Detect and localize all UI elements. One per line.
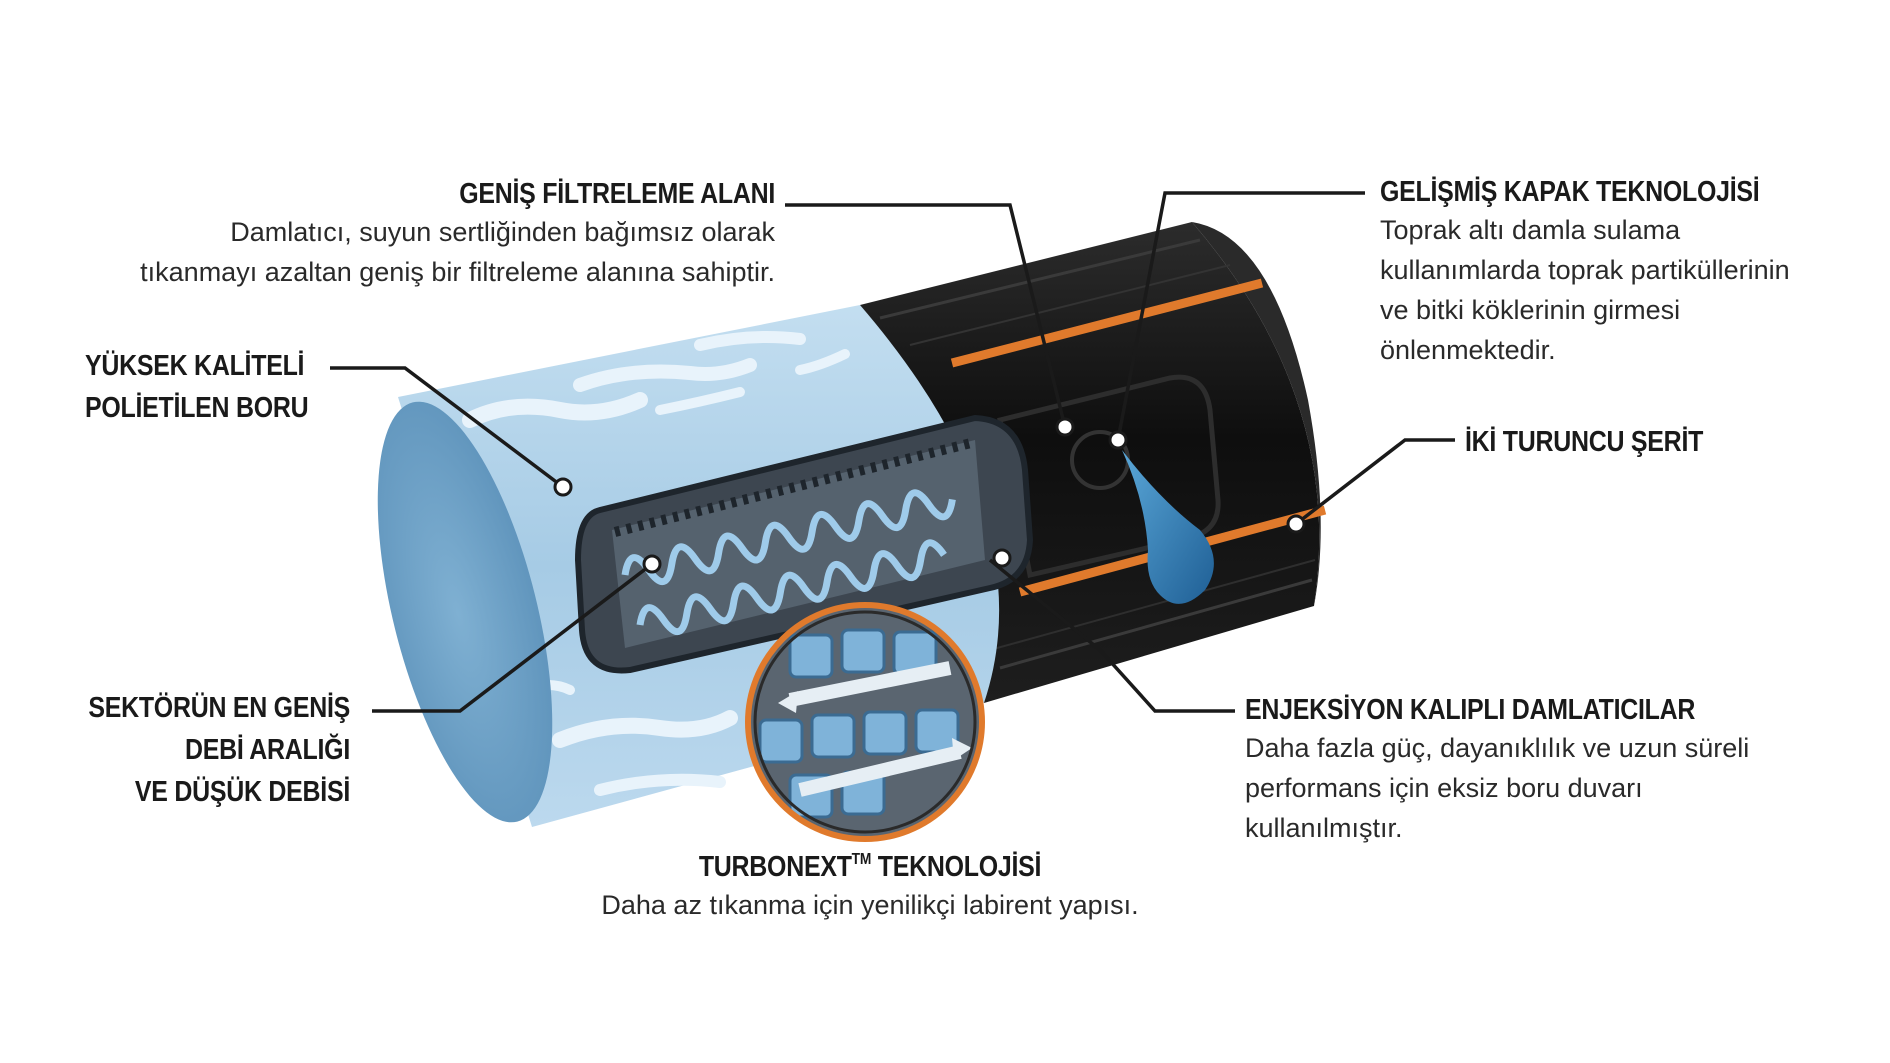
- callout-pipe: YÜKSEK KALİTELİ POLİETİLEN BORU: [85, 348, 345, 426]
- callout-wide-filter: GENİŞ FİLTRELEME ALANI Damlatıcı, suyun …: [70, 176, 775, 292]
- leader-lines: [330, 191, 1455, 713]
- pipe-title-line-2: POLİETİLEN BORU: [85, 392, 309, 424]
- injection-desc-line-1: Daha fazla güç, dayanıklılık ve uzun sür…: [1245, 733, 1750, 763]
- flow-range-title-line-1: SEKTÖRÜN EN GENİŞ: [88, 692, 350, 724]
- wide-filter-desc-line-2: tıkanmayı azaltan geniş bir filtreleme a…: [140, 257, 775, 287]
- cover-tech-desc-line-1: Toprak altı damla sulama: [1380, 215, 1681, 245]
- trademark-sup: TM: [851, 851, 872, 868]
- leader-dots: [553, 417, 1306, 574]
- cover-tech-title: GELİŞMİŞ KAPAK TEKNOLOJİSİ: [1380, 176, 1760, 208]
- cover-tech-desc-line-2: kullanımlarda toprak partiküllerinin: [1380, 255, 1790, 285]
- flow-range-title-line-2: DEBİ ARALIĞI: [184, 734, 350, 766]
- callout-stripes: İKİ TURUNCU ŞERİT: [1465, 424, 1825, 460]
- cover-tech-desc-line-3: ve bitki köklerinin girmesi: [1380, 295, 1681, 325]
- stripes-title: İKİ TURUNCU ŞERİT: [1465, 426, 1704, 458]
- drip-emitter: [574, 414, 1034, 674]
- water-drop: [1122, 450, 1214, 604]
- turbonext-title: TURBONEXTTM TEKNOLOJİSİ: [698, 851, 1042, 883]
- injection-desc-line-2: performans için eksiz boru duvarı: [1245, 773, 1643, 803]
- injection-desc-line-3: kullanılmıştır.: [1245, 813, 1403, 843]
- wide-filter-desc-line-1: Damlatıcı, suyun sertliğinden bağımsız o…: [230, 217, 775, 247]
- wide-filter-title: GENİŞ FİLTRELEME ALANI: [459, 178, 775, 210]
- cover-tech-desc-line-4: önlenmektedir.: [1380, 335, 1556, 365]
- callout-turbonext: TURBONEXTTM TEKNOLOJİSİ Daha az tıkanma …: [560, 842, 1180, 925]
- turbonext-desc: Daha az tıkanma için yenilikçi labirent …: [601, 890, 1139, 920]
- flow-range-title-line-3: VE DÜŞÜK DEBİSİ: [134, 776, 350, 808]
- orange-stripe-top: [950, 278, 1264, 368]
- turbonext-inset: [745, 602, 985, 842]
- callout-flow-range: SEKTÖRÜN EN GENİŞ DEBİ ARALIĞI VE DÜŞÜK …: [40, 690, 350, 810]
- callout-injection: ENJEKSİYON KALIPLI DAMLATICILAR Daha faz…: [1245, 692, 1845, 848]
- injection-title: ENJEKSİYON KALIPLI DAMLATICILAR: [1245, 694, 1696, 726]
- pipe-title-line-1: YÜKSEK KALİTELİ: [85, 350, 305, 382]
- pipe-end-face: [377, 401, 553, 823]
- callout-cover-tech: GELİŞMİŞ KAPAK TEKNOLOJİSİ Toprak altı d…: [1380, 174, 1860, 370]
